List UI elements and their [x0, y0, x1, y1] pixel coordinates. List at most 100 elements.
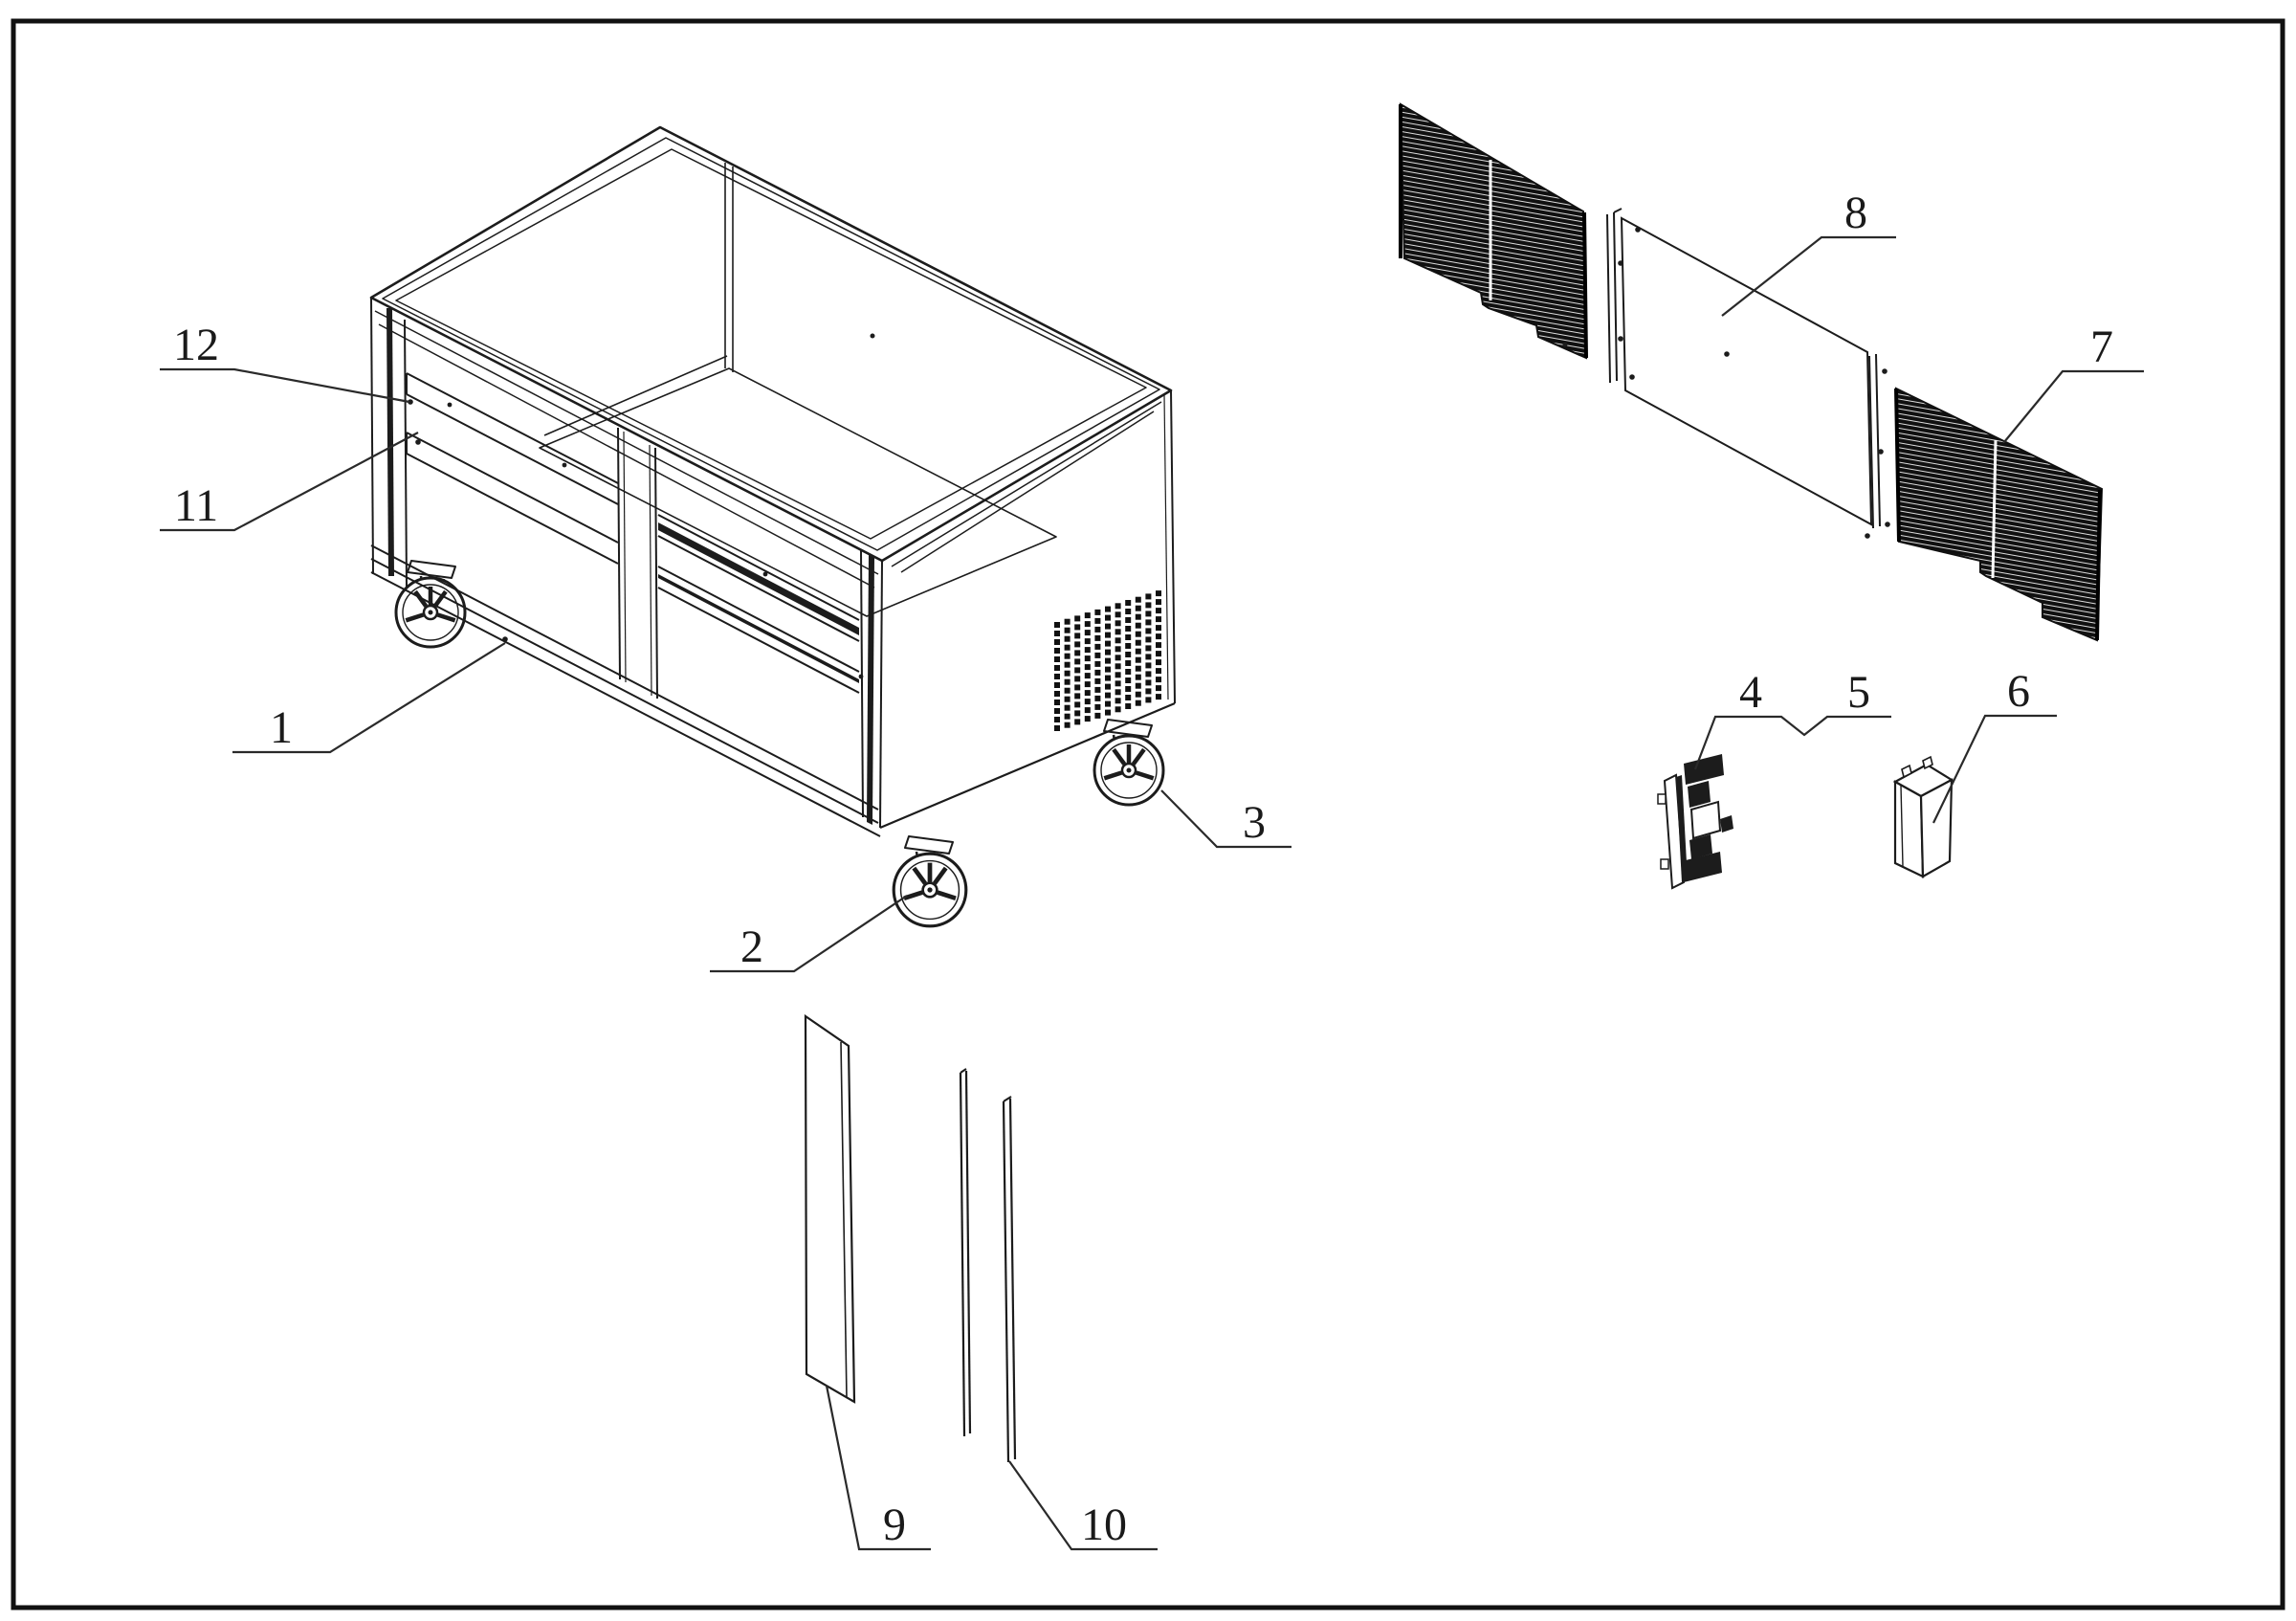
- vent-hole: [1094, 686, 1101, 693]
- vent-hole: [1115, 620, 1121, 627]
- vent-hole: [1105, 657, 1111, 664]
- vent-hole: [1064, 670, 1071, 677]
- vent-hole: [1054, 674, 1060, 679]
- vent-hole: [1135, 656, 1141, 663]
- vent-hole: [1125, 617, 1132, 623]
- vent-hole: [1054, 691, 1060, 697]
- callout-2: 2: [710, 895, 908, 973]
- vent-hole: [1135, 613, 1141, 620]
- vent-hole: [1074, 615, 1081, 622]
- cross-rail-12: [406, 372, 619, 505]
- page-border: [11, 18, 2285, 1610]
- vent-hole: [1135, 699, 1141, 706]
- callout-12-number: 12: [173, 320, 219, 370]
- vent-hole: [1115, 689, 1121, 696]
- vent-hole: [1074, 633, 1081, 639]
- vent-hole: [1054, 622, 1060, 628]
- vent-hole: [1125, 652, 1132, 657]
- vent-hole: [1145, 679, 1152, 686]
- vent-hole: [1135, 622, 1141, 629]
- vent-hole: [1115, 655, 1121, 661]
- vent-hole: [1105, 614, 1111, 621]
- vent-hole: [1064, 661, 1071, 668]
- callout-10-number: 10: [1081, 1499, 1127, 1550]
- vent-hole: [1054, 725, 1060, 731]
- vent-hole: [1115, 646, 1121, 653]
- vent-hole: [1054, 656, 1060, 662]
- vent-hole: [1105, 632, 1111, 638]
- vent-hole: [1105, 675, 1111, 681]
- vent-hole: [1074, 719, 1081, 725]
- vent-hole: [1125, 686, 1132, 692]
- vent-hole: [1074, 667, 1081, 674]
- vent-hole: [1074, 684, 1081, 691]
- vent-hole: [1064, 678, 1071, 685]
- vent-hole: [1094, 712, 1101, 719]
- back-panel: [1562, 208, 1890, 539]
- vent-hole: [1084, 690, 1091, 697]
- vent-hole: [1156, 633, 1161, 640]
- vent-hole: [1064, 627, 1071, 633]
- vent-hole: [1145, 654, 1152, 660]
- vent-hole: [1115, 603, 1121, 610]
- vent-hole: [1094, 643, 1101, 650]
- vent-hole: [1135, 596, 1141, 603]
- vent-hole: [1115, 706, 1121, 713]
- vent-hole: [1064, 696, 1071, 702]
- vent-hole: [1135, 639, 1141, 646]
- vent-hole: [1156, 668, 1161, 675]
- vent-hole: [1084, 612, 1091, 619]
- grille-panel-right: [1894, 387, 2104, 642]
- vent-hole: [1094, 660, 1101, 667]
- vent-hole: [1074, 693, 1081, 699]
- vent-hole: [1054, 665, 1060, 671]
- vent-hole: [1074, 650, 1081, 656]
- vent-hole: [1125, 626, 1132, 632]
- vent-hole: [1084, 673, 1091, 679]
- vent-hole: [1084, 638, 1091, 645]
- vent-hole: [1105, 709, 1111, 716]
- vent-hole: [1105, 640, 1111, 647]
- vent-hole: [1125, 695, 1132, 700]
- vent-hole: [1125, 677, 1132, 683]
- screw-holes: [408, 399, 864, 679]
- callout-1-number: 1: [270, 702, 293, 753]
- vent-hole: [1156, 616, 1161, 623]
- cabinet-frame: [369, 125, 1176, 926]
- callout-6-number: 6: [2007, 666, 2030, 717]
- caster-wheel-front: [894, 835, 966, 926]
- vent-hole: [1115, 698, 1121, 704]
- vent-hole: [1105, 700, 1111, 707]
- vent-hole: [1084, 621, 1091, 628]
- callout-8: 8: [1721, 188, 1896, 317]
- vent-hole: [1084, 707, 1091, 714]
- vent-hole: [1074, 624, 1081, 631]
- callout-6: 6: [1932, 666, 2057, 824]
- vent-hole: [1135, 631, 1141, 637]
- callout-9: 9: [825, 1385, 931, 1551]
- vent-hole: [1125, 634, 1132, 640]
- vent-hole: [1094, 626, 1101, 633]
- callout-11-number: 11: [174, 480, 218, 531]
- vent-hole: [1094, 617, 1101, 624]
- vent-hole: [1115, 637, 1121, 644]
- vent-hole: [1094, 652, 1101, 658]
- right-bay-rails: [657, 514, 860, 694]
- callout-4-number: 4: [1739, 667, 1762, 718]
- vent-hole: [1084, 664, 1091, 671]
- vent-hole: [1156, 608, 1161, 614]
- vent-hole: [1156, 659, 1161, 666]
- vent-hole: [1064, 722, 1071, 728]
- vent-hole: [1125, 703, 1132, 709]
- vent-hole: [1074, 710, 1081, 717]
- lock-mechanism: [1657, 754, 1733, 890]
- vent-hole: [1115, 672, 1121, 678]
- callout-3: 3: [1160, 789, 1292, 849]
- callout-7: 7: [2003, 322, 2144, 443]
- cabinet-top-rim: [369, 125, 1173, 563]
- vent-hole: [1105, 623, 1111, 630]
- vent-hole: [1094, 669, 1101, 676]
- vent-hole: [1115, 611, 1121, 618]
- vent-hole: [1064, 653, 1071, 659]
